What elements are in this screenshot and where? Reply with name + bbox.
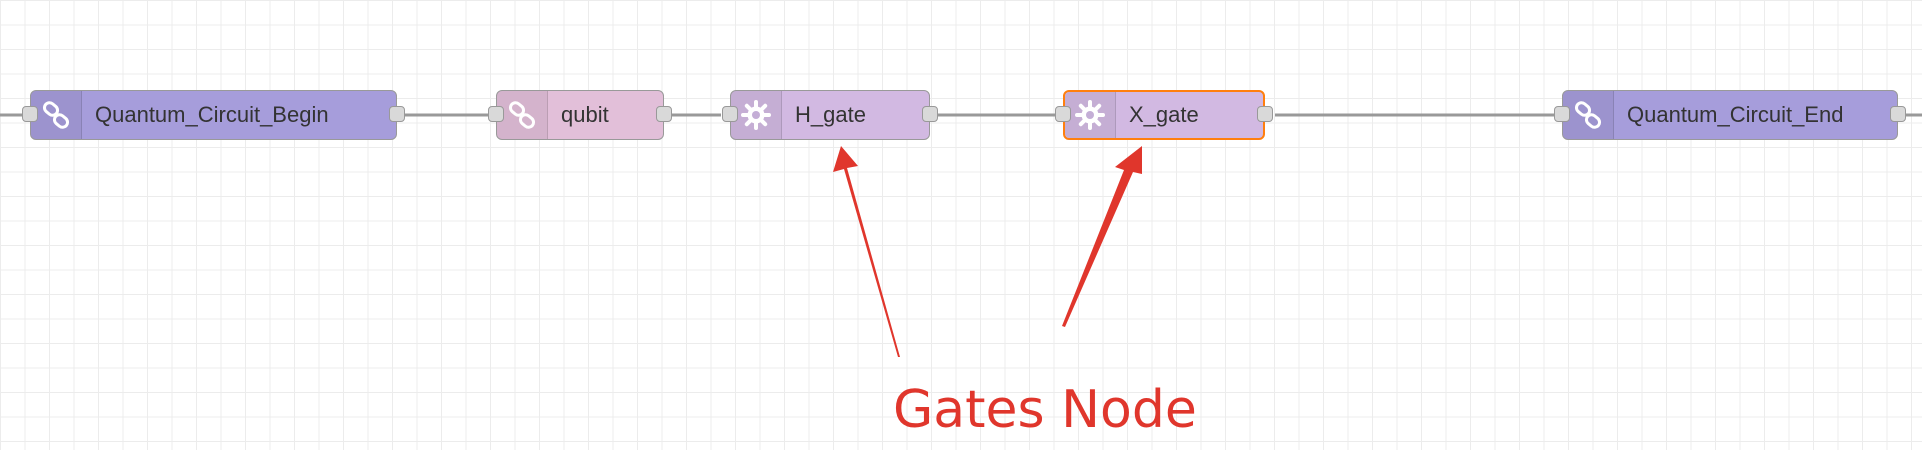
node-label: Quantum_Circuit_Begin <box>95 102 329 127</box>
link-icon <box>508 101 536 129</box>
link-icon <box>1574 101 1602 129</box>
node-x-gate[interactable]: X_gate <box>1055 90 1273 140</box>
input-port[interactable] <box>1554 106 1570 122</box>
annotation-arrow-x-gate <box>1062 146 1142 327</box>
node-quantum-circuit-end[interactable]: Quantum_Circuit_End <box>1554 90 1906 140</box>
node-icon-area <box>731 91 782 139</box>
annotation-label: Gates Node <box>893 380 1197 440</box>
node-icon-area <box>31 91 82 139</box>
input-port[interactable] <box>488 106 504 122</box>
gear-icon <box>741 100 771 130</box>
node-icon-area <box>497 91 548 139</box>
node-label: qubit <box>561 102 609 127</box>
input-port[interactable] <box>22 106 38 122</box>
node-quantum-circuit-begin[interactable]: Quantum_Circuit_Begin <box>22 90 405 140</box>
node-qubit[interactable]: qubit <box>488 90 672 140</box>
output-port[interactable] <box>389 106 405 122</box>
node-label: X_gate <box>1129 102 1199 127</box>
node-label: Quantum_Circuit_End <box>1627 102 1844 127</box>
annotation-arrow-h-gate <box>833 146 900 357</box>
gear-icon <box>1075 100 1105 130</box>
node-icon-area <box>1065 92 1116 138</box>
node-icon-area <box>1563 91 1614 139</box>
output-port[interactable] <box>656 106 672 122</box>
output-port[interactable] <box>1257 106 1273 122</box>
input-port[interactable] <box>1055 106 1071 122</box>
node-h-gate[interactable]: H_gate <box>722 90 938 140</box>
link-icon <box>42 101 70 129</box>
output-port[interactable] <box>922 106 938 122</box>
input-port[interactable] <box>722 106 738 122</box>
node-label: H_gate <box>795 102 866 127</box>
output-port[interactable] <box>1890 106 1906 122</box>
